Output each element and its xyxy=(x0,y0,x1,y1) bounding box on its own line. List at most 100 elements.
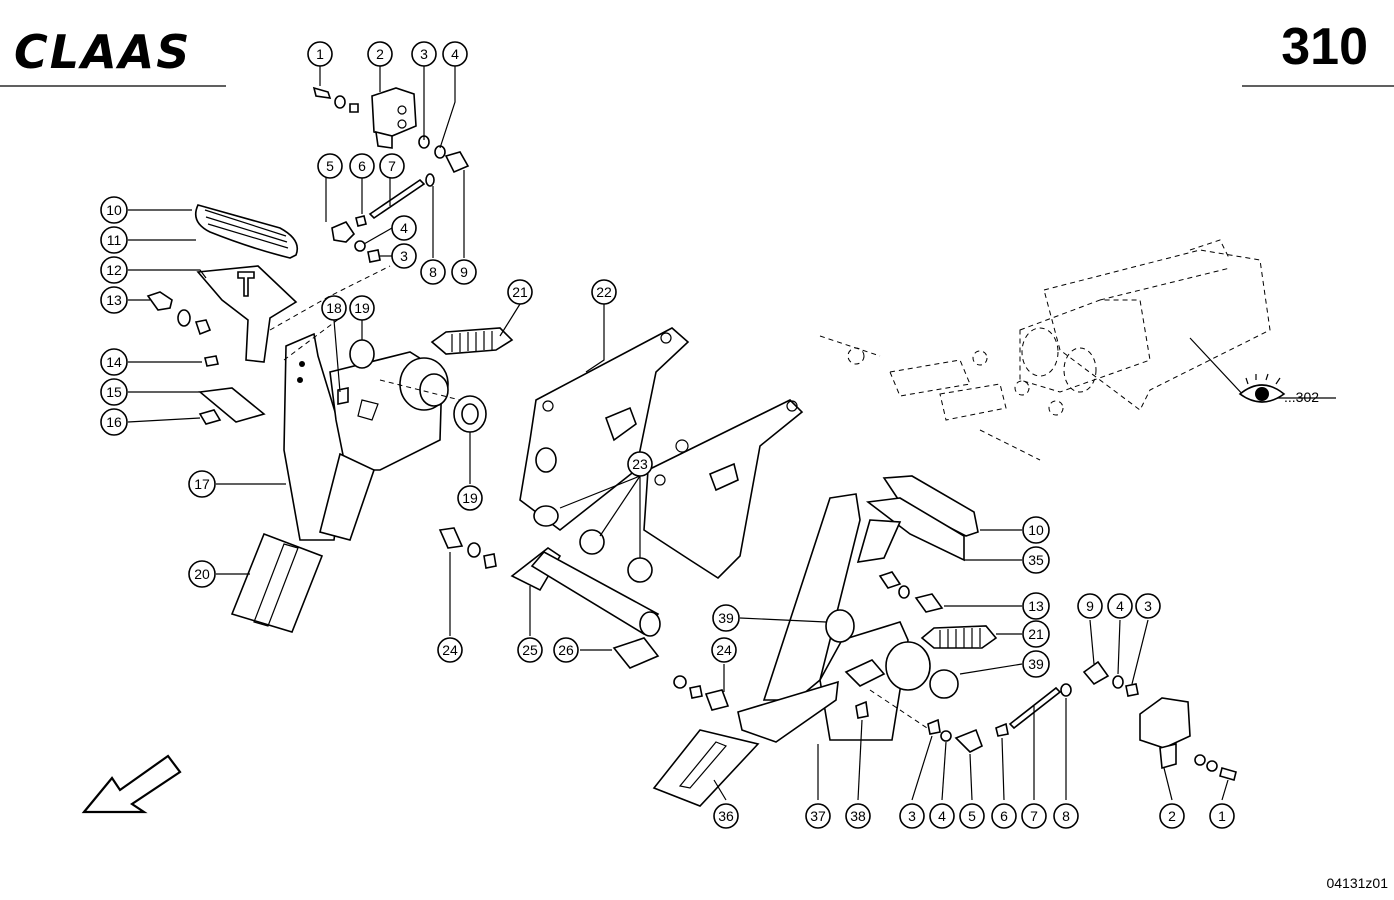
callout-2-top: 2 xyxy=(367,41,393,67)
callout-7-bottom: 7 xyxy=(1021,803,1047,829)
nut-3-bottom xyxy=(927,718,941,735)
washer-top-a xyxy=(334,95,346,109)
svg-text:21: 21 xyxy=(512,284,528,300)
assembly-dashes-left xyxy=(269,265,461,401)
callout-9-top: 9 xyxy=(451,259,477,285)
callout-5-bottom: 5 xyxy=(959,803,985,829)
nut-14 xyxy=(204,355,219,367)
bushing-19-upper xyxy=(349,339,375,369)
nut-8-bottom xyxy=(1060,683,1072,697)
nut-8-top xyxy=(425,173,435,187)
callout-35: 35 xyxy=(1022,546,1050,574)
callout-17: 17 xyxy=(188,470,216,498)
svg-text:4: 4 xyxy=(451,46,459,62)
svg-text:10: 10 xyxy=(106,202,122,218)
nut-26 xyxy=(689,685,703,699)
grub-screw-38 xyxy=(855,700,869,719)
callout-23: 23 xyxy=(627,451,653,477)
svg-text:9: 9 xyxy=(460,264,468,280)
svg-text:2: 2 xyxy=(376,46,384,62)
callout-8-top: 8 xyxy=(420,259,446,285)
pivot-shaft-25 xyxy=(510,547,661,637)
pedal-bracket-left xyxy=(196,265,298,363)
nut-3-mid xyxy=(367,249,381,263)
nut-6-bottom xyxy=(995,722,1009,737)
bolt-24-right xyxy=(704,689,730,711)
svg-text:3: 3 xyxy=(420,46,428,62)
callout-38: 38 xyxy=(845,803,871,829)
washer-bottom-b xyxy=(1206,760,1218,772)
callout-15: 15 xyxy=(100,378,128,406)
callout-21-upper: 21 xyxy=(507,279,533,305)
callout-6-bottom: 6 xyxy=(991,803,1017,829)
return-spring-lower xyxy=(920,625,998,649)
washer-left xyxy=(177,309,191,327)
drawing-id: 04131z01 xyxy=(1326,875,1388,891)
svg-text:16: 16 xyxy=(106,414,122,430)
callout-13-left: 13 xyxy=(100,286,128,314)
svg-text:38: 38 xyxy=(850,808,866,824)
assembly-dash-right xyxy=(869,689,931,731)
svg-text:4: 4 xyxy=(400,220,408,236)
ring-23-b xyxy=(579,529,605,555)
svg-text:3: 3 xyxy=(1144,598,1152,614)
washer-24-left xyxy=(467,542,481,558)
svg-text:7: 7 xyxy=(388,158,396,174)
nut-3-right xyxy=(1125,683,1139,697)
nut-24-left xyxy=(483,553,497,569)
callout-10-right: 10 xyxy=(1022,516,1050,544)
countersunk-screw xyxy=(237,271,255,297)
svg-text:4: 4 xyxy=(1116,598,1124,614)
svg-text:23: 23 xyxy=(632,456,648,472)
leader-lines xyxy=(127,66,1229,801)
reference-label: ...302 xyxy=(1284,389,1319,405)
plate-26 xyxy=(612,637,660,669)
callout-2-bottom: 2 xyxy=(1159,803,1185,829)
ball-joint-9-top xyxy=(444,151,470,174)
callout-1-bottom: 1 xyxy=(1209,803,1235,829)
bolt-13-left xyxy=(146,291,173,311)
svg-text:4: 4 xyxy=(938,808,946,824)
callout-9-bottom: 9 xyxy=(1077,593,1103,619)
return-spring-upper xyxy=(430,327,514,355)
callout-bubbles: 1 2 3 4 5 6 7 4 3 8 9 10 11 12 13 14 15 … xyxy=(100,41,1235,829)
nut-16 xyxy=(198,409,222,425)
nut-left xyxy=(194,319,212,336)
ring-23-c xyxy=(627,557,653,583)
svg-text:5: 5 xyxy=(326,158,334,174)
callout-4-mid: 4 xyxy=(391,215,417,241)
reference-leader xyxy=(1189,337,1247,399)
svg-text:6: 6 xyxy=(358,158,366,174)
svg-text:1: 1 xyxy=(1218,808,1226,824)
ball-joint-5-top xyxy=(331,221,356,243)
pedal-rubber-right xyxy=(652,729,760,807)
svg-text:13: 13 xyxy=(1028,598,1044,614)
callout-13-right: 13 xyxy=(1022,592,1050,620)
svg-text:35: 35 xyxy=(1028,552,1044,568)
page-number: 310 xyxy=(1281,18,1368,76)
grub-screw-18 xyxy=(337,387,349,405)
svg-text:12: 12 xyxy=(106,262,122,278)
bolt-24-left xyxy=(438,527,464,549)
callout-1-top: 1 xyxy=(307,41,333,67)
nut-right-a xyxy=(878,571,902,589)
callout-20: 20 xyxy=(188,560,216,588)
mounting-plate-23 xyxy=(643,399,804,580)
svg-text:8: 8 xyxy=(1062,808,1070,824)
bolt-1-top xyxy=(312,86,332,99)
callout-7-top: 7 xyxy=(379,153,405,179)
callout-39-upper: 39 xyxy=(712,604,740,632)
callout-26: 26 xyxy=(553,637,579,663)
pedal-pad-right xyxy=(865,475,979,562)
svg-text:18: 18 xyxy=(326,300,342,316)
switch-bracket-2-top xyxy=(371,87,417,149)
bushing-19-lower-bore xyxy=(461,403,479,425)
callout-22: 22 xyxy=(591,279,617,305)
svg-text:19: 19 xyxy=(354,300,370,316)
svg-text:7: 7 xyxy=(1030,808,1038,824)
callout-36: 36 xyxy=(713,803,739,829)
svg-text:6: 6 xyxy=(1000,808,1008,824)
callout-24-left: 24 xyxy=(437,637,463,663)
callout-6-top: 6 xyxy=(349,153,375,179)
washer-bottom-a xyxy=(1194,754,1206,766)
